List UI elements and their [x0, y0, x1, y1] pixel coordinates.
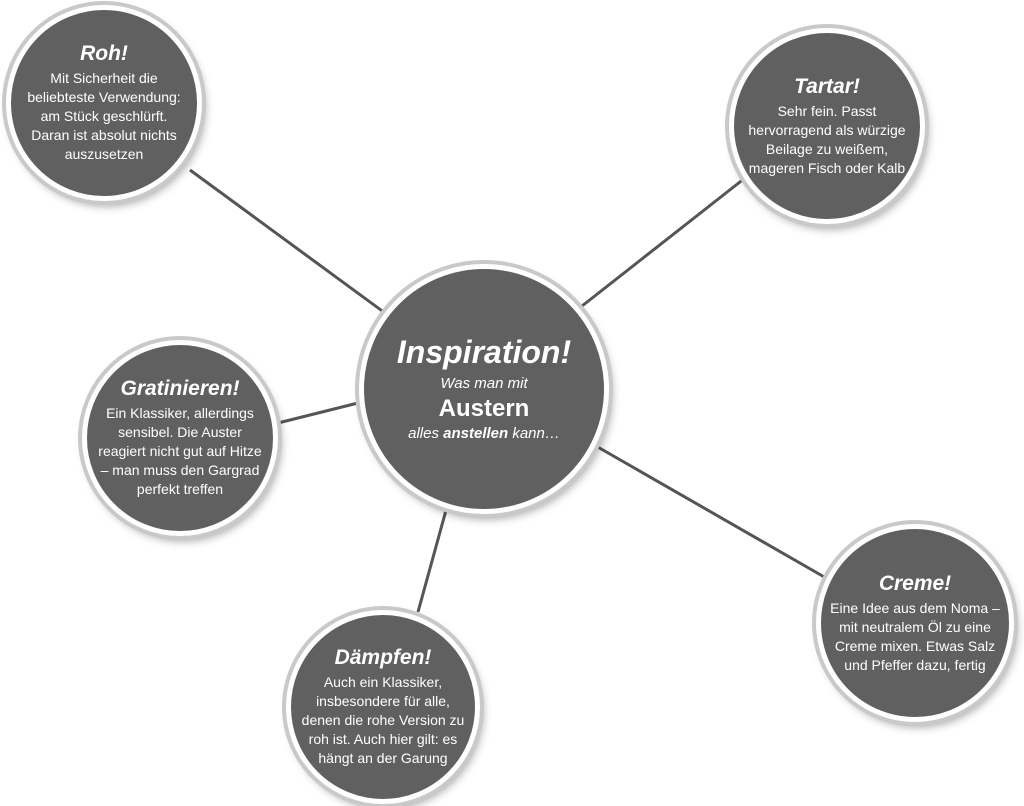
center-line3-post: kann…	[508, 425, 560, 442]
node-roh: Roh! Mit Sicherheit die beliebteste Verw…	[6, 5, 202, 201]
center-subtitle-line1: Was man mit	[440, 375, 528, 392]
node-daempfen: Dämpfen! Auch ein Klassiker, insbesonder…	[286, 610, 480, 804]
node-creme-title: Creme!	[878, 571, 952, 595]
connector-tartar	[581, 176, 746, 308]
node-roh-text: Mit Sicherheit die beliebteste Verwendun…	[27, 70, 181, 162]
center-node: Inspiration! Was man mit Austern alles a…	[359, 264, 609, 514]
center-subtitle-line2: Austern	[438, 395, 530, 422]
node-tartar-text: Sehr fein. Passt hervorragend als würzig…	[748, 102, 906, 176]
node-tartar: Tartar! Sehr fein. Passt hervorragend al…	[729, 28, 925, 224]
connector-gratinieren	[269, 400, 363, 427]
center-line3-emph: anstellen	[443, 425, 509, 442]
node-gratinieren-text: Ein Klassiker, allerdings sensibel. Die …	[98, 405, 262, 497]
node-creme-text: Eine Idee aus dem Noma – mit neutralem Ö…	[830, 599, 1000, 673]
center-subtitle-line3: alles anstellen kann…	[408, 424, 560, 444]
center-line3-pre: alles	[408, 425, 444, 442]
node-daempfen-title: Dämpfen!	[334, 646, 432, 669]
node-gratinieren-title: Gratinieren!	[120, 377, 240, 400]
node-creme: Creme! Eine Idee aus dem Noma – mit neut…	[816, 524, 1014, 722]
node-roh-title: Roh!	[80, 42, 128, 65]
connector-roh	[189, 168, 386, 315]
center-title: Inspiration!	[396, 334, 572, 370]
node-daempfen-text: Auch ein Klassiker, insbesondere für all…	[301, 674, 465, 766]
connector-creme	[595, 444, 827, 580]
node-gratinieren: Gratinieren! Ein Klassiker, allerdings s…	[82, 340, 278, 536]
connector-daempfen	[416, 502, 450, 613]
node-tartar-title: Tartar!	[794, 74, 860, 98]
